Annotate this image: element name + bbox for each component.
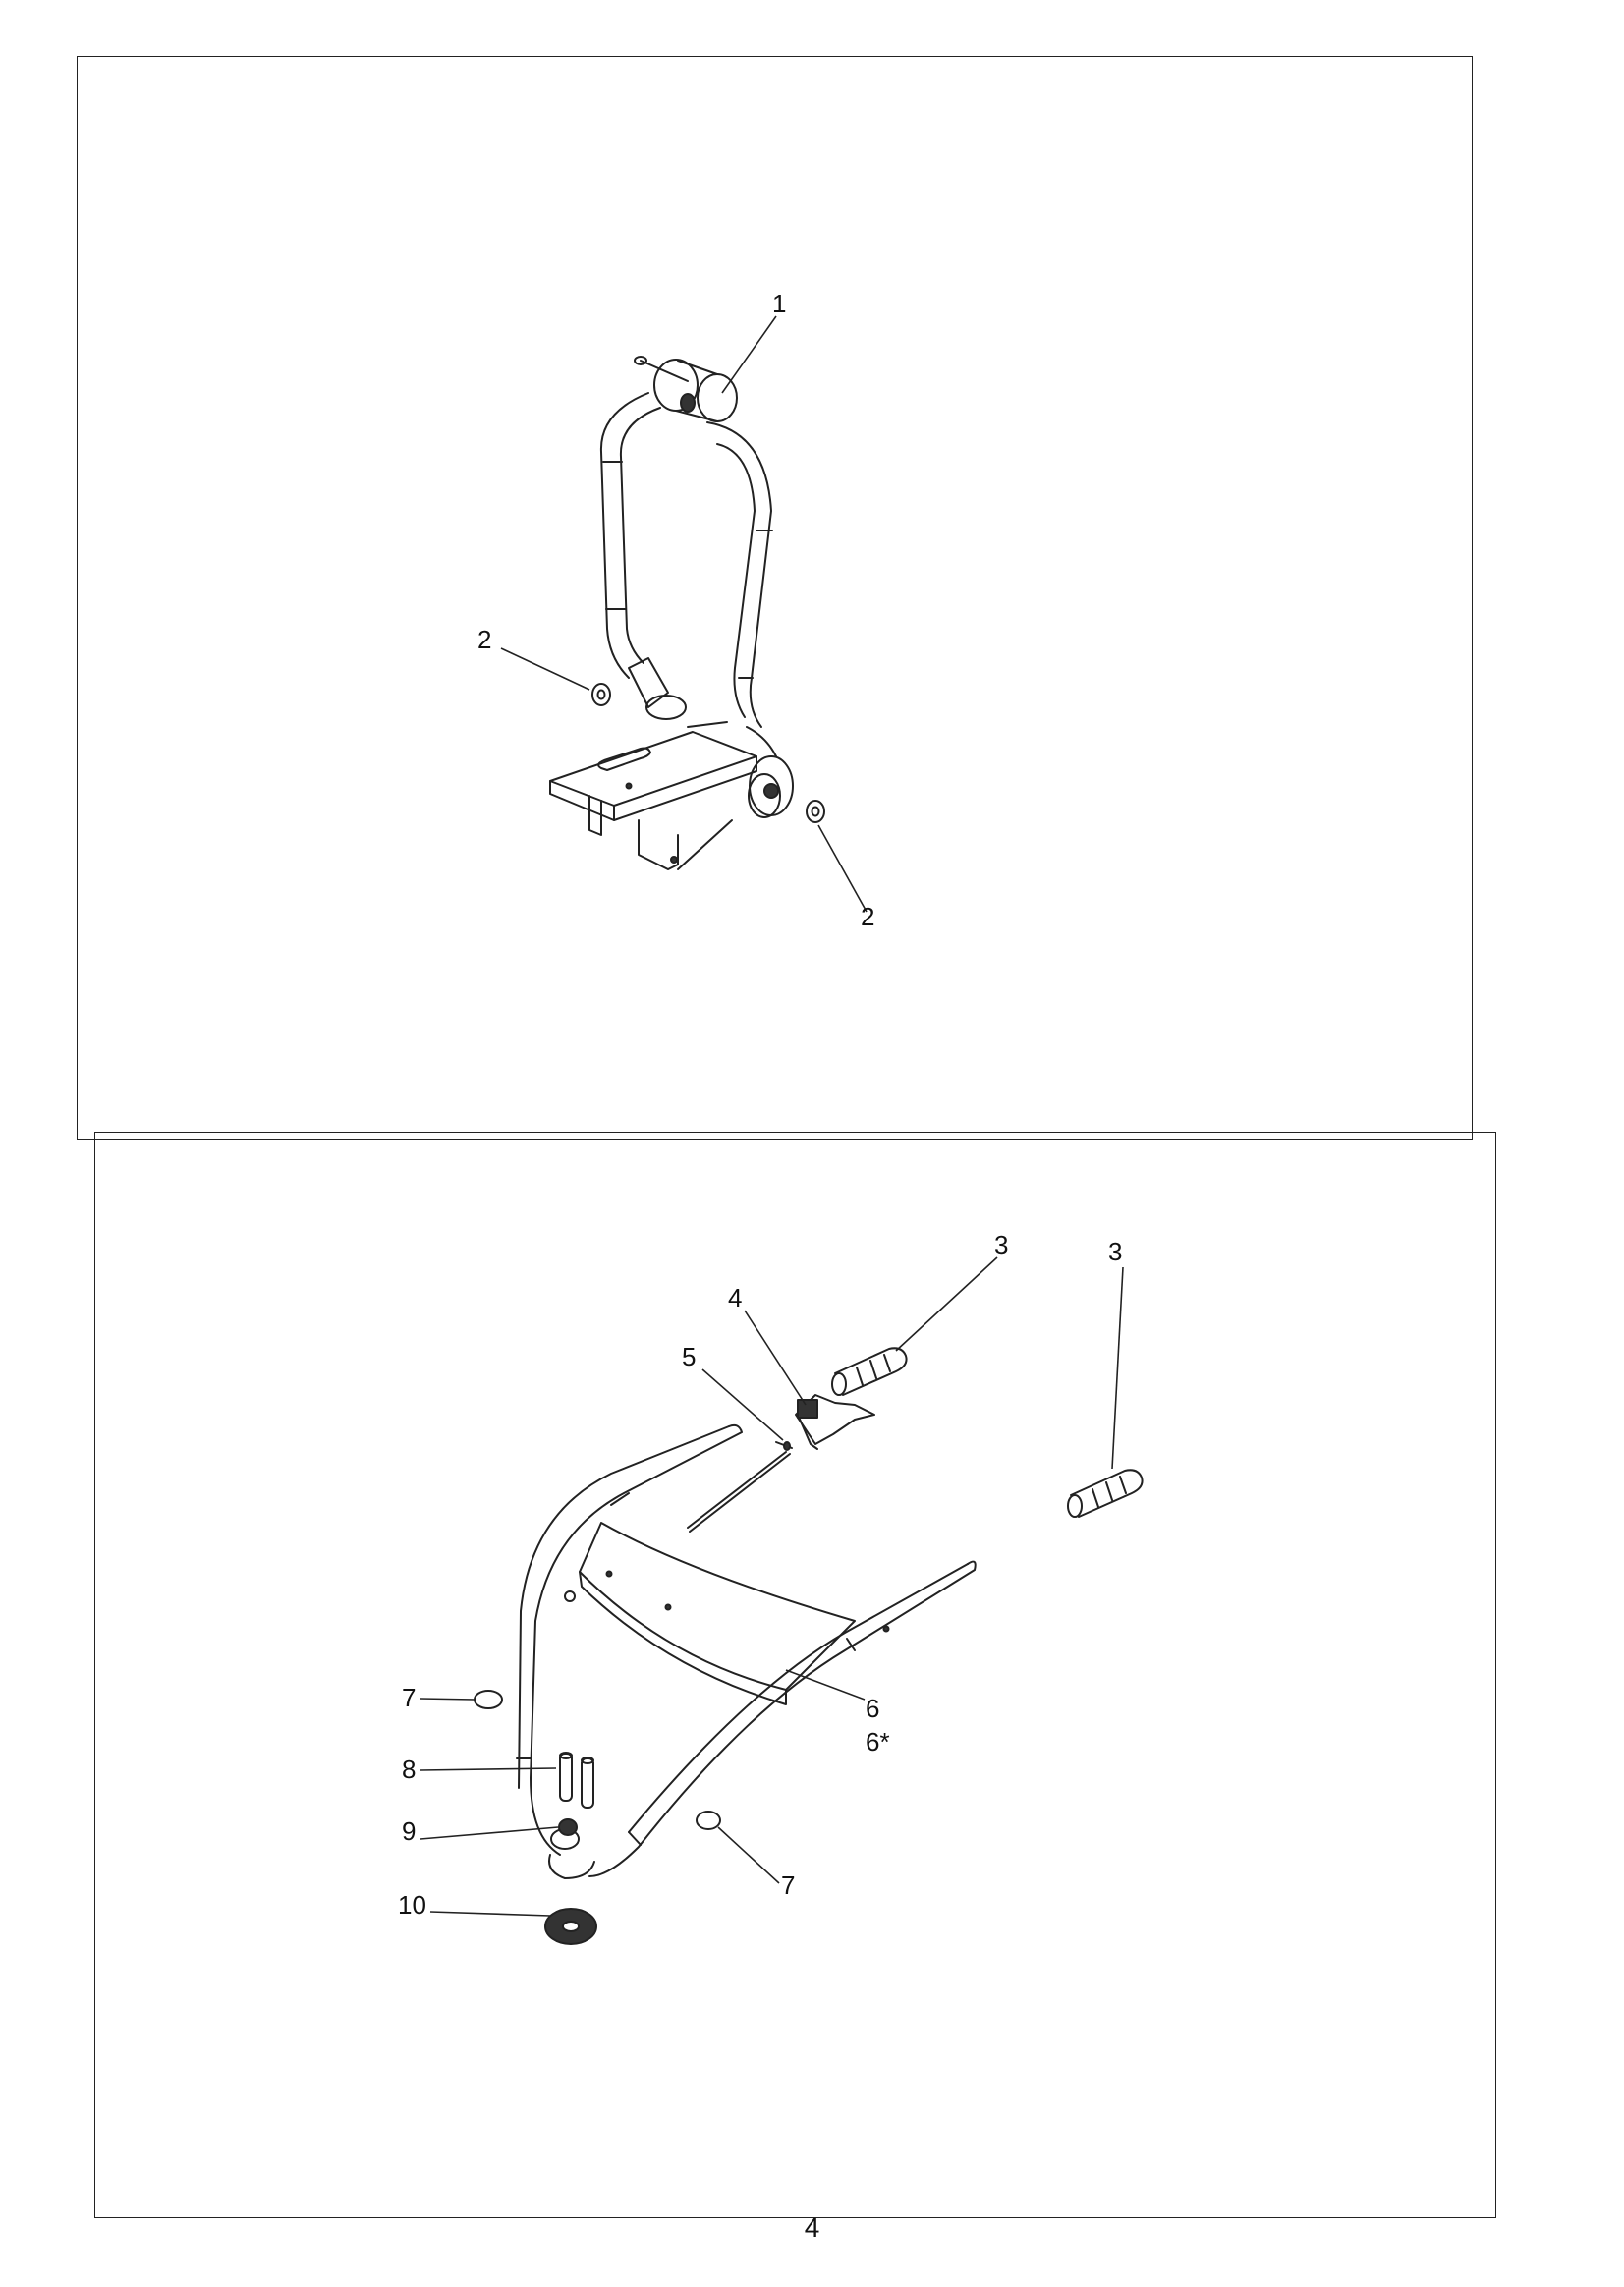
page-number: 4 (804, 2212, 820, 2243)
cable-fitting (775, 1441, 793, 1451)
callout-label-4: 4 (728, 1283, 742, 1312)
callout-label-10: 10 (398, 1890, 426, 1920)
handlebar-frame (516, 1423, 977, 1879)
bolt-pair (559, 1752, 594, 1809)
callout-label-1: 1 (772, 289, 786, 318)
callout-label-5: 5 (682, 1342, 696, 1371)
top-diagram-panel (77, 56, 1473, 1140)
throttle-lever (795, 1394, 875, 1450)
callout-label-2-left: 2 (477, 625, 491, 654)
callout-label-7-left: 7 (402, 1683, 416, 1712)
callout-label-2-right: 2 (861, 902, 874, 931)
callout-label-9: 9 (402, 1816, 416, 1846)
callout-label-3-upper: 3 (994, 1230, 1008, 1259)
callout-label-7-right: 7 (781, 1870, 795, 1900)
callout-label-8: 8 (402, 1755, 416, 1784)
end-cap (544, 1908, 597, 1945)
nut (558, 1818, 578, 1836)
grip-right (1067, 1469, 1144, 1518)
grip-upper (831, 1347, 908, 1396)
bottom-diagram-panel (94, 1132, 1496, 2218)
washer-left (591, 683, 611, 706)
clip-right (696, 1811, 721, 1830)
stand-frame-assembly (549, 356, 794, 870)
callout-label-3-right: 3 (1108, 1237, 1122, 1266)
callout-label-6: 6 (866, 1694, 879, 1723)
washer-right (806, 800, 825, 823)
clip-left (474, 1690, 503, 1709)
callout-label-6-star: 6* (866, 1727, 890, 1757)
